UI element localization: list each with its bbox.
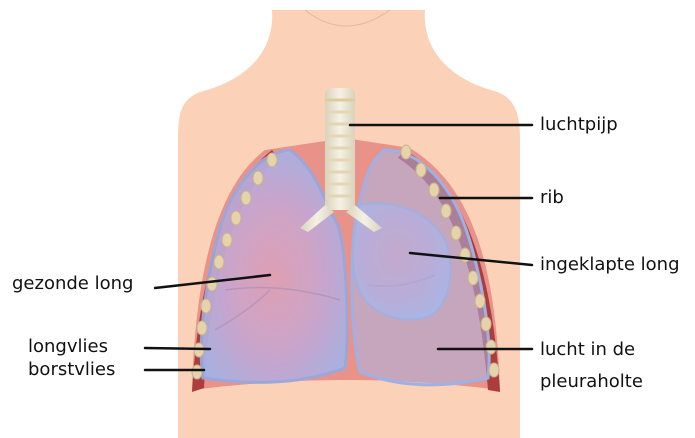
leader-longvlies — [145, 348, 210, 349]
label-borstvlies: borstvlies — [28, 359, 115, 381]
label-rib: rib — [540, 187, 564, 209]
label-gezonde-long: gezonde long — [12, 273, 133, 295]
label-luchtpijp: luchtpijp — [540, 114, 618, 136]
label-pleuraholte: pleuraholte — [540, 371, 643, 393]
label-ingeklapte-long: ingeklapte long — [540, 254, 680, 276]
label-longvlies: longvlies — [28, 336, 108, 358]
label-lucht-in-de: lucht in de — [540, 339, 635, 361]
